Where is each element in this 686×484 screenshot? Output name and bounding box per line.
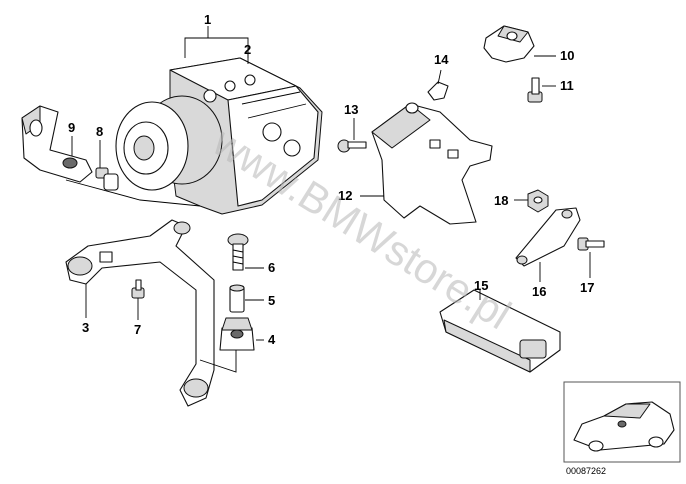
rubber-mount-4 (219, 317, 255, 351)
callout-15: 15 (474, 278, 488, 293)
leader-lines (65, 26, 591, 373)
callout-12: 12 (338, 188, 352, 203)
screw-13 (337, 139, 367, 153)
callout-16: 16 (532, 284, 546, 299)
sleeve-5 (229, 284, 245, 313)
callout-17: 17 (580, 280, 594, 295)
callout-10: 10 (560, 48, 574, 63)
bolt-17 (577, 237, 605, 251)
mounting-bracket-9 (21, 105, 93, 183)
callout-7: 7 (134, 322, 141, 337)
callout-13: 13 (344, 102, 358, 117)
clip-14 (427, 81, 449, 101)
vehicle-thumbnail (563, 381, 681, 463)
callout-4: 4 (268, 332, 276, 347)
bolt-8 (95, 167, 119, 191)
callout-18: 18 (494, 193, 508, 208)
bracket-16 (515, 207, 581, 267)
control-unit-bracket-12 (371, 102, 493, 225)
callout-14: 14 (434, 52, 449, 67)
nut-18 (527, 189, 549, 213)
callout-9: 9 (68, 120, 75, 135)
sensor-10 (483, 25, 535, 63)
bolt-11 (527, 77, 543, 103)
callout-8: 8 (96, 124, 103, 139)
callout-6: 6 (268, 260, 275, 275)
callout-3: 3 (82, 320, 89, 335)
callouts: 1 2 3 4 5 6 7 8 9 10 11 12 13 14 15 16 1… (68, 12, 594, 347)
abs-hydraulic-unit (115, 57, 323, 215)
callout-5: 5 (268, 293, 275, 308)
reference-number: 00087262 (566, 466, 606, 476)
bolt-6 (227, 233, 249, 271)
support-bracket-3 (65, 219, 215, 407)
control-unit-15 (439, 289, 561, 373)
screw-7 (131, 279, 145, 299)
callout-11: 11 (560, 78, 574, 93)
callout-1: 1 (204, 12, 211, 27)
callout-2: 2 (244, 42, 251, 57)
